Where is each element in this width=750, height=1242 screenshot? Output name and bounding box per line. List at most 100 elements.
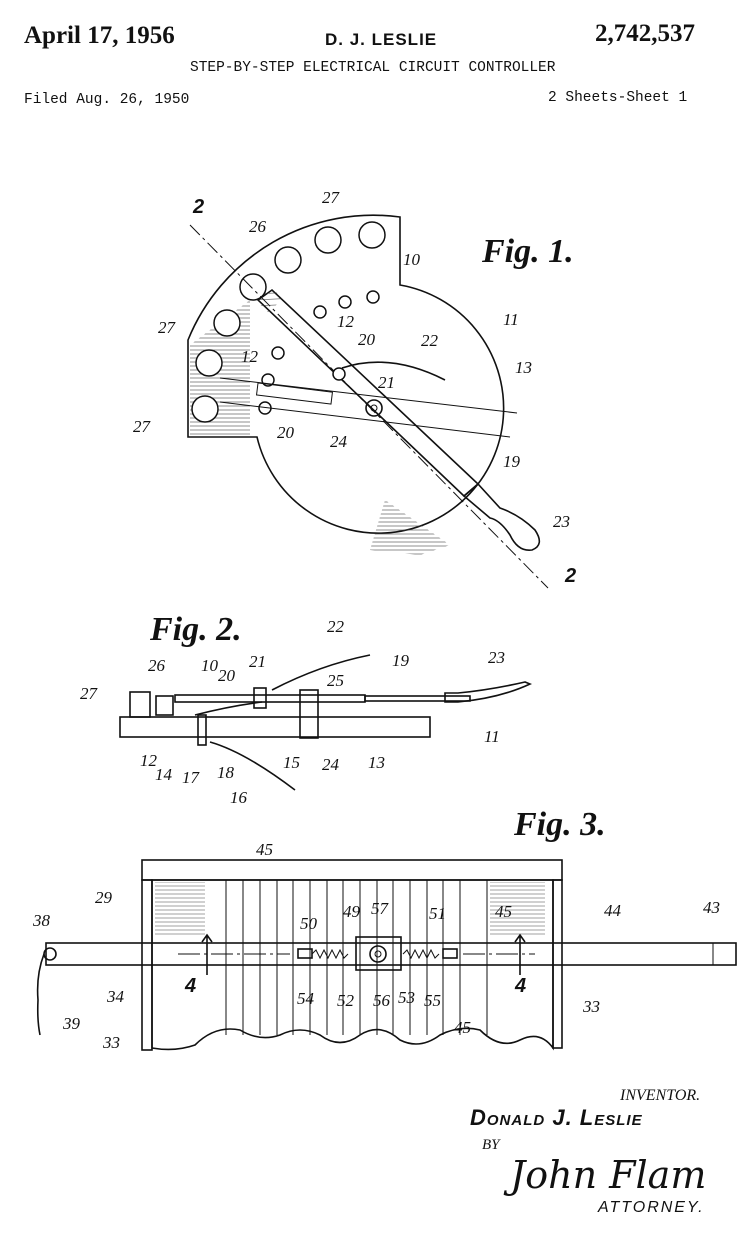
svg-text:56: 56 <box>373 991 391 1010</box>
svg-text:11: 11 <box>484 727 500 746</box>
svg-text:22: 22 <box>421 331 439 350</box>
svg-text:51: 51 <box>429 904 446 923</box>
svg-text:54: 54 <box>297 989 315 1008</box>
wire-22 <box>341 361 446 381</box>
fig1-title: Fig. 1. <box>481 233 574 270</box>
sheet-count: 2 Sheets-Sheet 1 <box>548 90 688 106</box>
figure-1: Fig. 1. 2 <box>133 188 576 589</box>
svg-text:2: 2 <box>192 196 204 218</box>
fig1-labels: 2 2 27 26 10 12 27 12 20 22 11 13 21 27 … <box>133 188 576 587</box>
terminal-27 <box>129 691 151 718</box>
insulator-26 <box>257 287 283 313</box>
insulator-26 <box>155 695 174 716</box>
section-arrow <box>201 933 213 975</box>
patent-number: 2,742,537 <box>595 20 695 47</box>
inventor-name: Donald J. Leslie <box>470 1105 643 1130</box>
spring-50 <box>311 948 349 960</box>
svg-text:18: 18 <box>217 763 235 782</box>
top-rail <box>141 859 563 881</box>
svg-text:34: 34 <box>106 987 125 1006</box>
shading <box>370 500 450 555</box>
svg-text:27: 27 <box>158 318 177 337</box>
svg-text:20: 20 <box>358 330 376 349</box>
lever-handle <box>462 482 541 552</box>
terminal-holes <box>191 221 386 423</box>
svg-text:20: 20 <box>218 666 236 685</box>
svg-text:22: 22 <box>327 617 345 636</box>
svg-text:4: 4 <box>184 975 196 997</box>
svg-text:17: 17 <box>182 768 201 787</box>
spring-51 <box>402 948 440 960</box>
stud-57 <box>369 945 387 963</box>
lever-19 <box>174 694 366 703</box>
svg-text:53: 53 <box>398 988 415 1007</box>
block-49 <box>355 936 402 971</box>
bar-edge <box>219 401 511 438</box>
svg-text:24: 24 <box>322 755 340 774</box>
slot <box>255 382 333 405</box>
svg-text:43: 43 <box>703 898 720 917</box>
svg-text:38: 38 <box>32 911 51 930</box>
signature-block: INVENTOR. Donald J. Leslie BY John Flam … <box>470 1075 740 1235</box>
post-33 <box>552 879 563 1049</box>
pivot-24 <box>365 399 383 417</box>
svg-text:21: 21 <box>249 652 266 671</box>
svg-text:23: 23 <box>488 648 505 667</box>
contact-21 <box>253 687 267 709</box>
by-label: BY <box>482 1137 500 1153</box>
attorney-signature: John Flam <box>510 1153 707 1197</box>
patent-title: STEP-BY-STEP ELECTRICAL CIRCUIT CONTROLL… <box>190 60 556 76</box>
pivot-24 <box>299 689 319 739</box>
figure-2: Fig. 2. 22 23 26 10 21 25 19 27 20 11 12… <box>80 611 533 807</box>
svg-text:16: 16 <box>230 788 248 807</box>
svg-text:21: 21 <box>378 373 395 392</box>
base-plate-section <box>119 716 431 738</box>
svg-text:11: 11 <box>503 310 519 329</box>
contact-10 <box>197 714 207 746</box>
filed-date: Filed Aug. 26, 1950 <box>24 92 190 108</box>
fig3-labels: 45 29 50 49 57 51 45 44 43 38 34 54 52 5… <box>32 840 720 1052</box>
svg-text:12: 12 <box>337 312 355 331</box>
svg-text:12: 12 <box>140 751 158 770</box>
svg-text:50: 50 <box>300 914 318 933</box>
wire-16 <box>209 741 296 791</box>
section-arrow <box>514 933 526 975</box>
svg-text:24: 24 <box>330 432 348 451</box>
fig2-labels: 22 23 26 10 21 25 19 27 20 11 12 14 17 1… <box>80 617 505 807</box>
wire-39 <box>36 953 45 1036</box>
svg-text:10: 10 <box>201 656 219 675</box>
svg-text:20: 20 <box>277 423 295 442</box>
handle-23 <box>444 681 533 703</box>
svg-text:4: 4 <box>514 975 526 997</box>
svg-text:27: 27 <box>322 188 341 207</box>
svg-text:49: 49 <box>343 902 361 921</box>
svg-text:15: 15 <box>283 753 300 772</box>
inventor-header: D. J. LESLIE <box>325 30 438 49</box>
svg-text:29: 29 <box>95 888 113 907</box>
lever <box>256 288 480 498</box>
contact-21 <box>332 367 346 381</box>
svg-text:12: 12 <box>241 347 259 366</box>
svg-text:45: 45 <box>454 1018 471 1037</box>
svg-text:39: 39 <box>62 1014 81 1033</box>
svg-text:19: 19 <box>392 651 410 670</box>
svg-text:45: 45 <box>495 902 512 921</box>
svg-text:57: 57 <box>371 899 390 918</box>
svg-text:45: 45 <box>256 840 273 859</box>
svg-text:2: 2 <box>564 565 576 587</box>
svg-text:33: 33 <box>102 1033 120 1052</box>
fig2-title: Fig. 2. <box>149 611 242 648</box>
svg-text:10: 10 <box>403 250 421 269</box>
bar-edge <box>219 377 518 414</box>
attorney-label: ATTORNEY. <box>598 1199 705 1216</box>
patent-date: April 17, 1956 <box>24 22 175 49</box>
svg-text:44: 44 <box>604 901 622 920</box>
base-plate-outline <box>187 214 505 534</box>
svg-text:13: 13 <box>368 753 385 772</box>
contact-holes <box>258 290 380 415</box>
figure-3: Fig. 3. 45 2 <box>32 806 737 1052</box>
wire-22 <box>271 654 371 691</box>
svg-text:26: 26 <box>148 656 166 675</box>
svg-text:25: 25 <box>327 671 344 690</box>
